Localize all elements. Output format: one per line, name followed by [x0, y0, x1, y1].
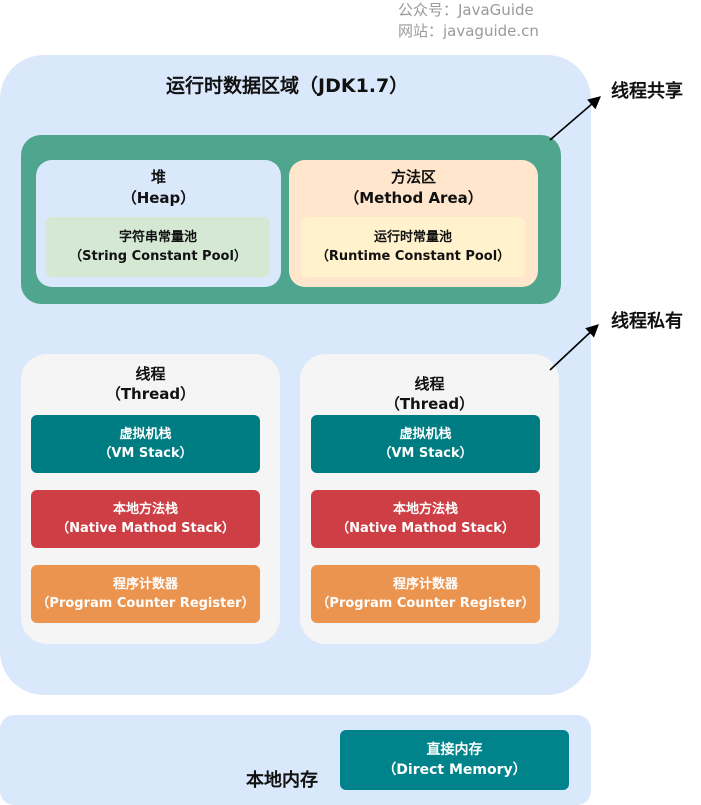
native-memory-label: 本地内存	[246, 770, 318, 791]
method-area-title-en: （Method Area）	[344, 189, 483, 207]
thread-1-pc-en: （Program Counter Register）	[36, 596, 255, 611]
thread-2-native-method-stack: 本地方法栈 （Native Mathod Stack）	[311, 490, 540, 548]
thread-1-native-stack-en: （Native Mathod Stack）	[56, 521, 235, 536]
thread-1-vm-stack-en: （VM Stack）	[98, 446, 193, 461]
thread-2-vm-stack: 虚拟机栈 （VM Stack）	[311, 415, 540, 473]
thread-shared-label: 线程共享	[611, 81, 683, 102]
string-constant-pool: 字符串常量池 （String Constant Pool）	[46, 217, 270, 277]
thread-1-pc-cn: 程序计数器	[112, 577, 178, 592]
string-constant-pool-en: （String Constant Pool）	[69, 249, 247, 264]
direct-memory-cn: 直接内存	[426, 742, 483, 758]
thread-2-vm-stack-cn: 虚拟机栈	[399, 427, 452, 442]
direct-memory-box: 直接内存 （Direct Memory）	[340, 730, 569, 790]
direct-memory-en: （Direct Memory）	[382, 762, 527, 778]
thread-private-label: 线程私有	[611, 311, 683, 332]
watermark-line-2: 网站：javaguide.cn	[398, 22, 539, 40]
thread-2-pc-en: （Program Counter Register）	[316, 596, 535, 611]
watermark-line-1: 公众号：JavaGuide	[398, 1, 534, 19]
thread-2-vm-stack-en: （VM Stack）	[378, 446, 473, 461]
thread-2-native-stack-en: （Native Mathod Stack）	[336, 521, 515, 536]
thread-1-title-en: （Thread）	[105, 385, 196, 403]
thread-1-vm-stack: 虚拟机栈 （VM Stack）	[31, 415, 260, 473]
thread-1-title: 线程 （Thread）	[21, 364, 280, 404]
method-area-title-cn: 方法区	[390, 168, 436, 186]
thread-1-program-counter: 程序计数器 （Program Counter Register）	[31, 565, 260, 623]
private-arrow	[549, 324, 599, 371]
shared-arrow	[549, 96, 601, 141]
thread-1-native-stack-cn: 本地方法栈	[112, 502, 178, 517]
runtime-area-title: 运行时数据区域（JDK1.7）	[166, 75, 409, 97]
thread-2-program-counter: 程序计数器 （Program Counter Register）	[311, 565, 540, 623]
runtime-constant-pool-en: （Runtime Constant Pool）	[315, 249, 511, 264]
thread-1-native-method-stack: 本地方法栈 （Native Mathod Stack）	[31, 490, 260, 548]
thread-2-title-en: （Thread）	[384, 395, 475, 413]
runtime-constant-pool: 运行时常量池 （Runtime Constant Pool）	[301, 217, 525, 277]
thread-1-title-cn: 线程	[135, 365, 166, 383]
string-constant-pool-cn: 字符串常量池	[118, 230, 197, 245]
thread-2-title: 线程 （Thread）	[300, 374, 559, 414]
thread-2-pc-cn: 程序计数器	[392, 577, 458, 592]
thread-1-vm-stack-cn: 虚拟机栈	[119, 427, 172, 442]
thread-2-title-cn: 线程	[414, 375, 445, 393]
heap-title-cn: 堆	[150, 168, 166, 186]
thread-2-native-stack-cn: 本地方法栈	[392, 502, 458, 517]
watermark: 公众号：JavaGuide 网站：javaguide.cn	[398, 0, 539, 42]
heap-title-en: （Heap）	[121, 189, 196, 207]
runtime-constant-pool-cn: 运行时常量池	[373, 230, 452, 245]
